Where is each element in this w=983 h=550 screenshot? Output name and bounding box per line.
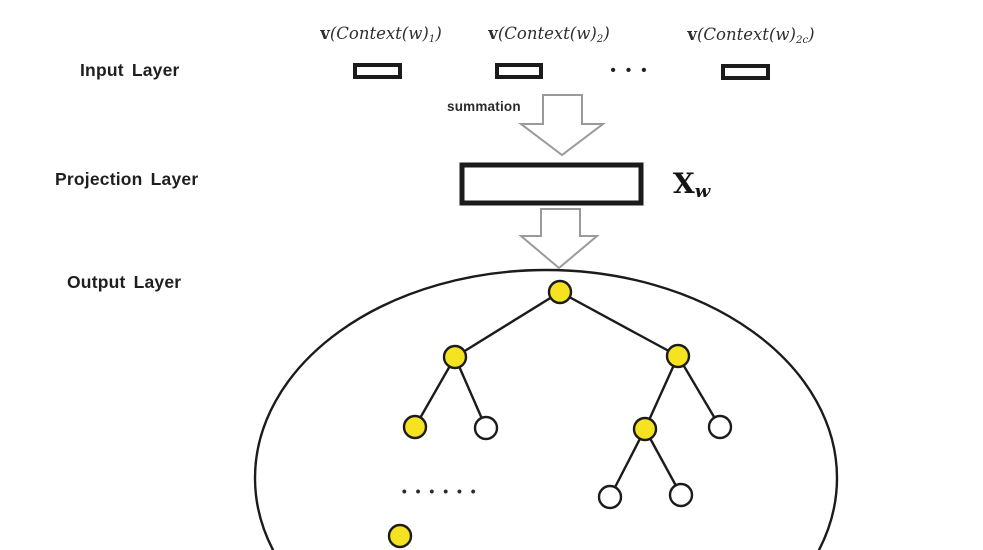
context-label-v: v	[488, 24, 498, 43]
context-label-v: v	[320, 24, 330, 43]
projection-to-output-arrow-icon	[518, 208, 600, 270]
tree-node-bottom	[387, 523, 413, 549]
context-label-close: )	[435, 24, 442, 43]
tree-node-rr	[707, 414, 733, 440]
context-label-body: (Context(w)	[329, 24, 429, 43]
tree-node-ll	[402, 414, 428, 440]
tree-ellipsis: • • • • • •	[401, 483, 479, 499]
tree-edge-rl-rlr	[643, 428, 683, 496]
context-vector-label-2c: v(Context(w)2c)	[687, 25, 814, 46]
tree-group	[387, 279, 733, 549]
output-layer-ellipse	[253, 268, 839, 550]
context-label-body: (Context(w)	[696, 25, 796, 44]
context-label-subscript: 2	[596, 33, 604, 45]
input-vector-box-2	[495, 63, 543, 79]
context-label-body: (Context(w)	[497, 24, 597, 43]
context-vector-label-1: v(Context(w)1)	[320, 24, 442, 45]
tree-edge-root-r	[559, 290, 679, 358]
tree-node-lr	[473, 415, 499, 441]
tree-node-rl	[632, 416, 658, 442]
context-label-close: )	[603, 24, 610, 43]
context-vector-label-2: v(Context(w)2)	[488, 24, 610, 45]
tree-edge-root-l	[454, 290, 561, 359]
input-vector-box-1	[353, 63, 402, 79]
tree-edge-l-ll	[413, 356, 457, 428]
projection-vector-box	[459, 162, 644, 206]
tree-edge-r-rr	[676, 355, 722, 428]
projection-vector-symbol: Xw	[673, 167, 710, 202]
output-layer-label: Output Layer	[67, 272, 182, 292]
tree-edge-r-rl	[643, 355, 680, 430]
input-layer-label: Input Layer	[80, 60, 180, 80]
xw-base: X	[673, 167, 695, 200]
input-vector-box-2c	[721, 64, 770, 80]
summation-arrow-icon	[518, 94, 606, 157]
context-label-subscript: 1	[428, 33, 436, 45]
tree-node-l	[442, 344, 468, 370]
xw-subscript: w	[694, 180, 711, 202]
context-label-close: )	[808, 25, 815, 44]
tree-edge-l-lr	[453, 356, 488, 429]
tree-node-rlr	[668, 482, 694, 508]
projection-layer-label: Projection Layer	[55, 169, 199, 189]
tree-node-rll	[597, 484, 623, 510]
input-ellipsis: • • •	[610, 62, 650, 79]
context-label-subscript: 2c	[795, 34, 809, 46]
summation-label: summation	[447, 99, 521, 114]
context-label-v: v	[687, 25, 697, 44]
tree-edge-rl-rll	[608, 428, 647, 498]
tree-node-r	[665, 343, 691, 369]
tree-node-root	[547, 279, 573, 305]
